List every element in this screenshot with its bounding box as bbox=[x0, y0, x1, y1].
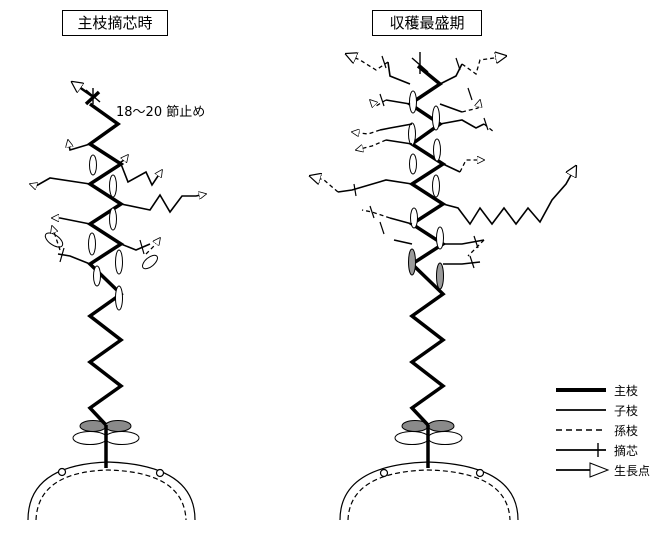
legend-label-main-stem: 主枝 bbox=[614, 384, 639, 398]
legend-label-grandchild-branch: 孫枝 bbox=[614, 424, 639, 438]
left-panel-title: 主枝摘芯時 bbox=[62, 10, 168, 36]
legend-label-child-branch: 子枝 bbox=[614, 404, 639, 418]
right-fruits bbox=[408, 248, 444, 290]
right-child-branches bbox=[337, 61, 576, 265]
left-main-stem bbox=[86, 102, 125, 427]
right-grandchild-branches bbox=[310, 54, 506, 257]
legend-pinching-swatch bbox=[556, 443, 606, 457]
left-main-growing-point bbox=[72, 82, 93, 98]
right-ground-mound bbox=[339, 461, 519, 521]
right-main-pinching-mark bbox=[411, 52, 429, 74]
left-leaves bbox=[44, 154, 158, 311]
legend-growing-point-swatch bbox=[556, 462, 610, 478]
right-panel-title: 収穫最盛期 bbox=[372, 10, 482, 36]
right-leaves bbox=[408, 90, 444, 250]
node-stop-note: 18～20 節止め bbox=[116, 105, 206, 120]
right-branch-pinching-marks bbox=[353, 55, 489, 269]
left-ground-mound bbox=[27, 461, 196, 521]
left-plant bbox=[27, 82, 206, 521]
left-branch-pinching-marks bbox=[59, 239, 145, 263]
legend-label-pinching: 摘芯 bbox=[614, 444, 639, 458]
legend-label-growing-point: 生長点 bbox=[614, 464, 651, 478]
legend bbox=[556, 388, 610, 478]
right-plant bbox=[310, 52, 576, 521]
left-grandchild-branches bbox=[52, 226, 160, 255]
